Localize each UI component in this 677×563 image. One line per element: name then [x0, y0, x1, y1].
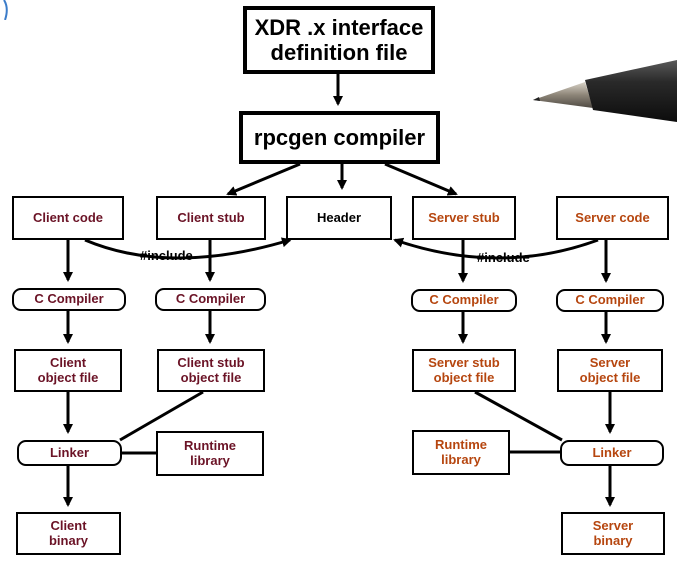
server-code-box: Server code	[556, 196, 669, 240]
xdr-line-2: definition file	[270, 40, 408, 65]
server-runtime-library-box: Runtime library	[412, 430, 510, 475]
client-stub-compiler-label: C Compiler	[175, 291, 246, 307]
server-compiler-label: C Compiler	[575, 292, 645, 308]
client-linker-box: Linker	[17, 440, 122, 466]
server-code-label: Server code	[575, 209, 650, 225]
server-stub-label: Server stub	[428, 209, 500, 225]
server-linker-label: Linker	[592, 444, 632, 460]
client-stub-object-line-2: object file	[180, 369, 242, 385]
client-stub-label: Client stub	[177, 209, 245, 225]
server-object-line-2: object file	[579, 369, 641, 385]
client-binary-line-2: binary	[48, 532, 88, 548]
server-runtime-line-1: Runtime	[435, 436, 487, 452]
line-client-stub-object-to-linker	[119, 390, 204, 442]
xdr-line-1: XDR .x interface	[254, 14, 424, 40]
rpcgen-label: rpcgen compiler	[253, 124, 426, 150]
client-stub-c-compiler-box: C Compiler	[155, 288, 266, 311]
client-linker-label: Linker	[49, 444, 89, 460]
header-box: Header	[286, 196, 392, 240]
server-runtime-line-2: library	[441, 451, 481, 467]
server-object-line-1: Server	[589, 354, 631, 370]
rpcgen-compiler-box: rpcgen compiler	[239, 111, 440, 164]
client-compiler-label: C Compiler	[34, 291, 104, 307]
server-include-label: #include	[477, 250, 530, 265]
client-c-compiler-box: C Compiler	[12, 288, 126, 311]
client-stub-box: Client stub	[156, 196, 266, 240]
server-linker-box: Linker	[560, 440, 664, 466]
client-binary-box: Client binary	[16, 512, 121, 555]
arrow-client-include	[84, 237, 292, 260]
client-binary-line-1: Client	[50, 517, 87, 533]
server-stub-object-file-box: Server stub object file	[412, 349, 516, 392]
client-runtime-line-2: library	[190, 452, 230, 468]
arrow-server-include	[393, 237, 599, 260]
xdr-definition-file-box: XDR .x interface definition file	[243, 6, 435, 74]
client-runtime-library-box: Runtime library	[156, 431, 264, 476]
client-code-label: Client code	[32, 209, 104, 225]
client-object-line-1: Client	[49, 354, 87, 370]
server-stub-object-line-1: Server stub	[428, 354, 500, 370]
server-stub-object-line-2: object file	[433, 369, 495, 385]
client-runtime-line-1: Runtime	[184, 437, 236, 453]
client-stub-object-line-1: Client stub	[177, 354, 245, 370]
arrow-rpcgen-to-client-stub	[226, 162, 301, 196]
client-object-line-2: object file	[37, 369, 99, 385]
server-stub-c-compiler-box: C Compiler	[411, 289, 517, 312]
server-c-compiler-box: C Compiler	[556, 289, 664, 312]
server-binary-box: Server binary	[561, 512, 665, 555]
server-stub-compiler-label: C Compiler	[429, 292, 499, 308]
client-include-label: #include	[140, 248, 193, 263]
server-binary-line-1: Server	[592, 517, 634, 533]
arrow-rpcgen-to-server-stub	[384, 162, 458, 196]
line-server-stub-object-to-linker	[474, 390, 563, 442]
server-binary-line-2: binary	[593, 532, 633, 548]
server-stub-box: Server stub	[412, 196, 516, 240]
header-label: Header	[316, 209, 362, 225]
client-code-box: Client code	[12, 196, 124, 240]
server-object-file-box: Server object file	[557, 349, 663, 392]
client-stub-object-file-box: Client stub object file	[157, 349, 265, 392]
pen-icon	[533, 60, 677, 122]
client-object-file-box: Client object file	[14, 349, 122, 392]
corner-mark-icon	[3, 0, 8, 20]
